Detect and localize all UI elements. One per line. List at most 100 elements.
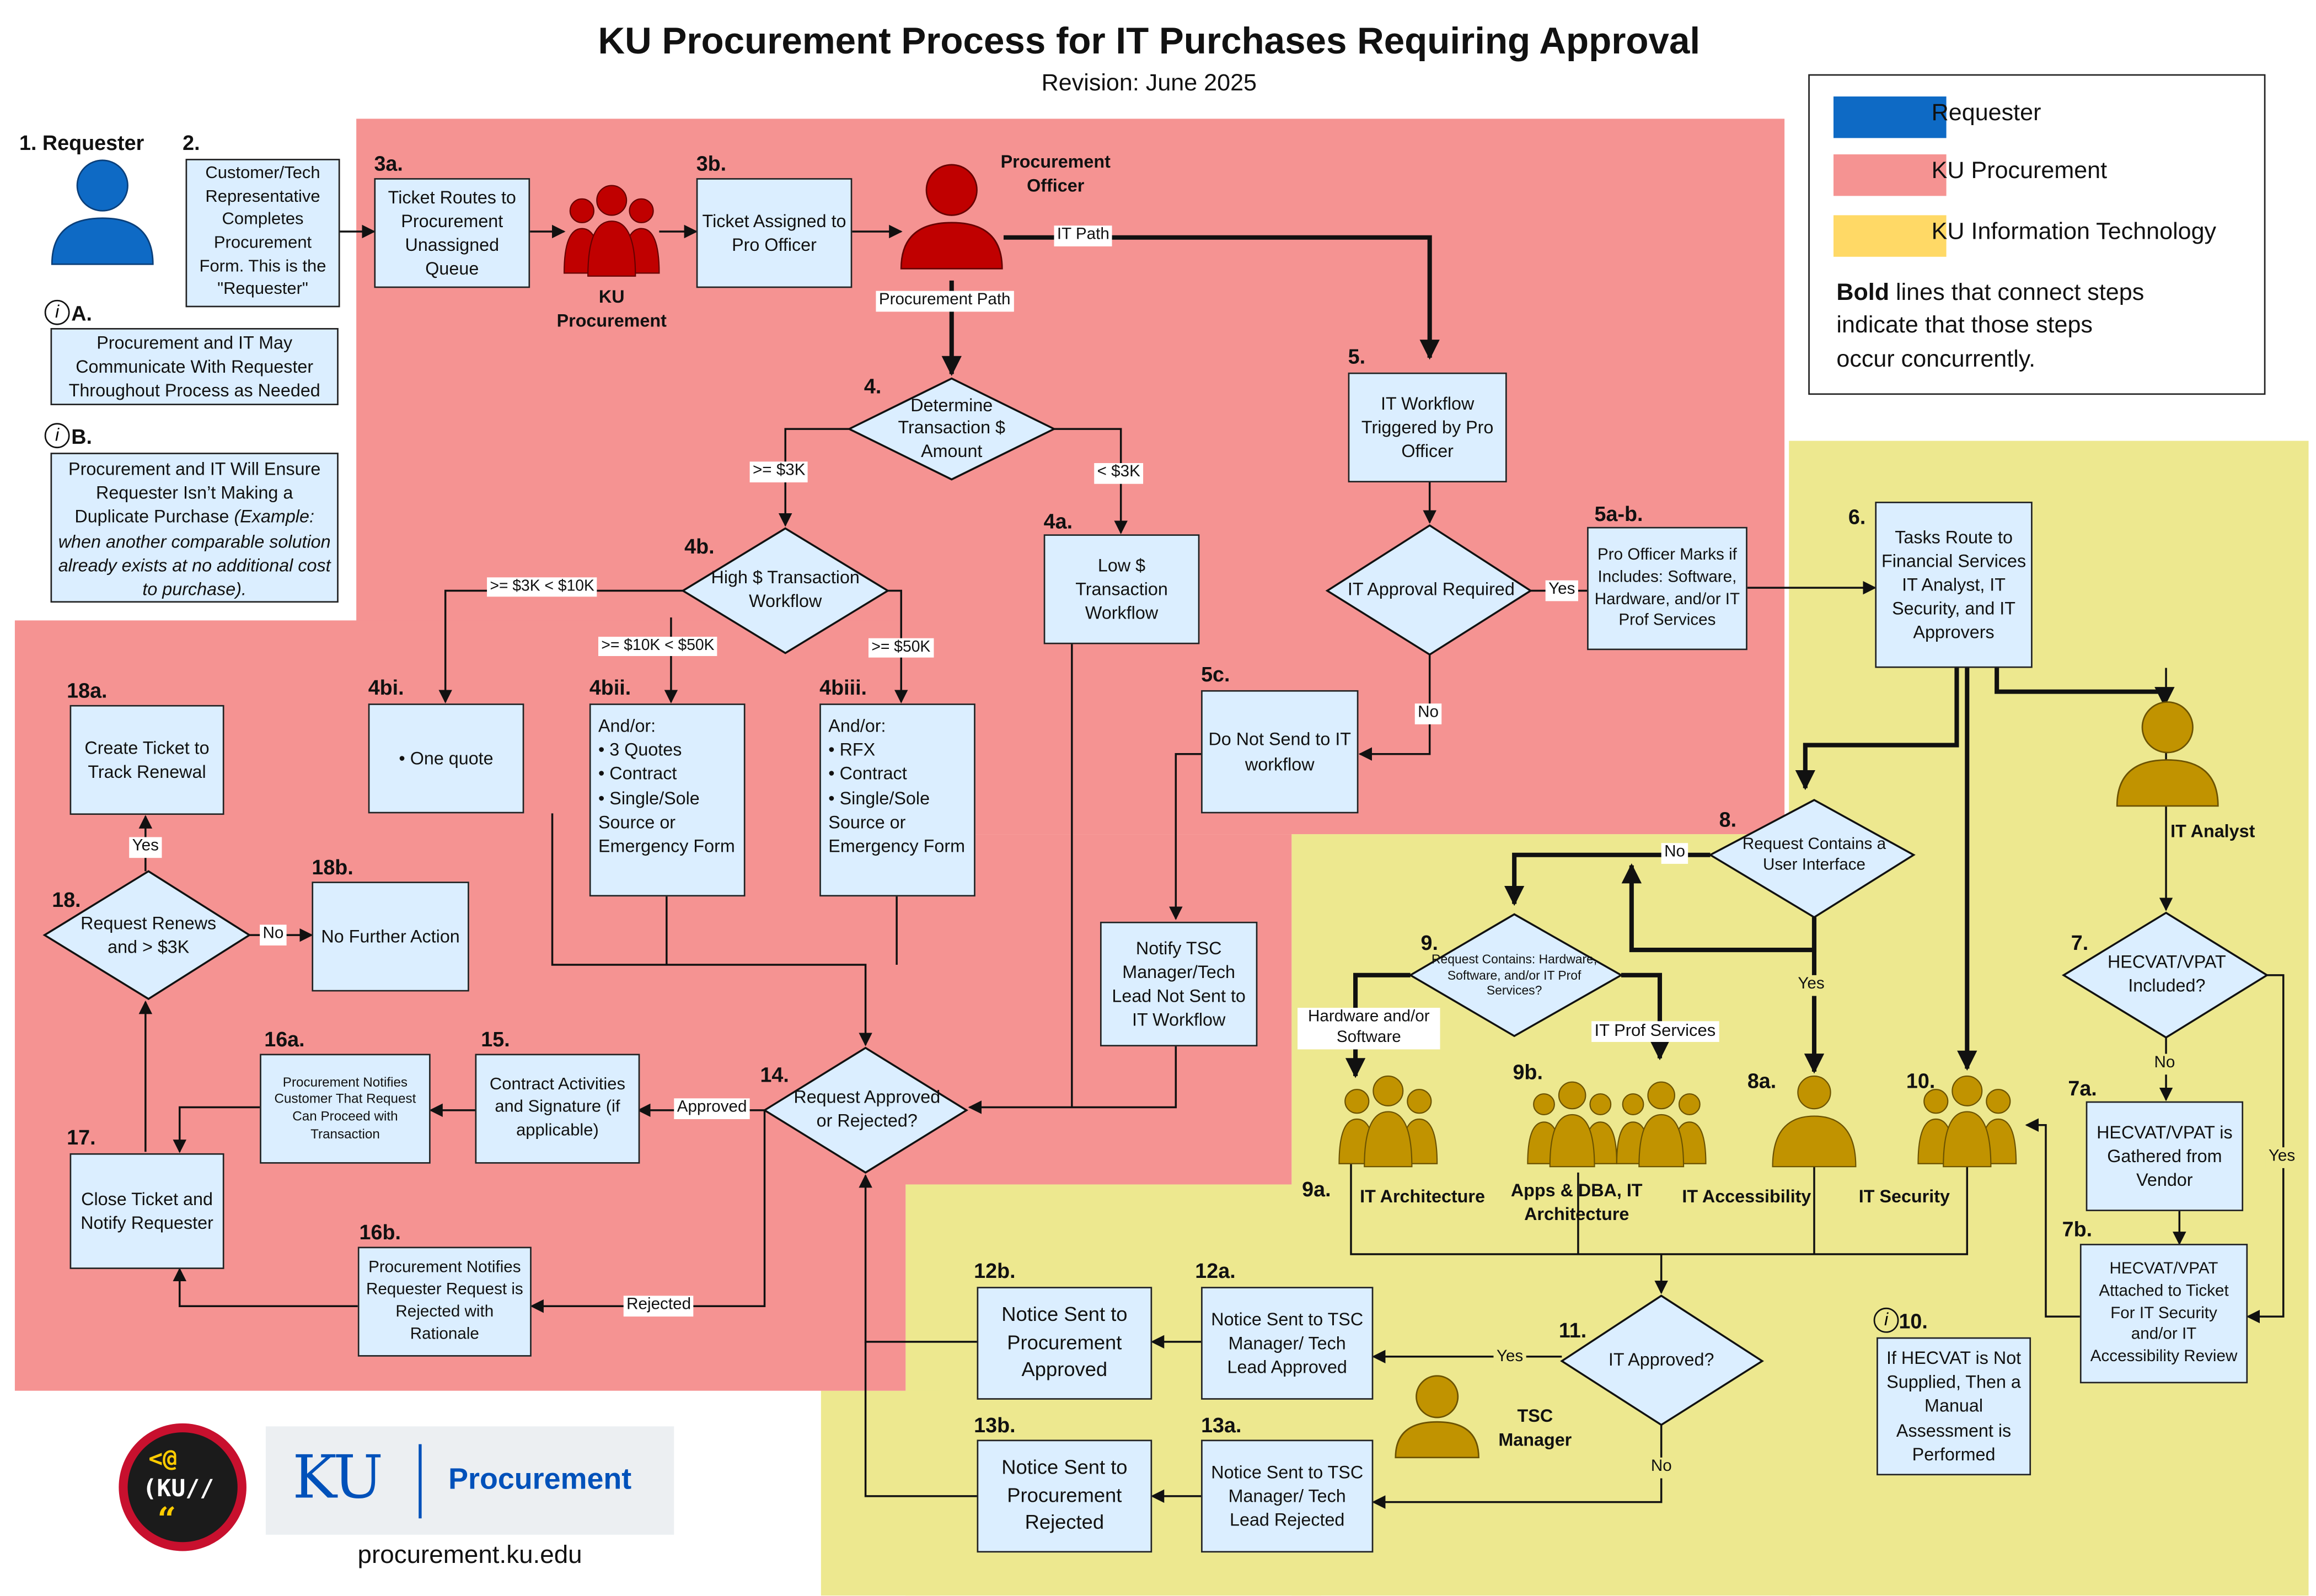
step-4bii-line: • Single/Sole Source or Emergency Form	[598, 787, 735, 857]
page-subtitle: Revision: June 2025	[1041, 71, 1257, 96]
step-15-box: Contract Activities and Signature (if ap…	[475, 1054, 640, 1164]
info-b-text: Procurement and IT Will Ensure Requester…	[68, 458, 321, 528]
step-18a-box: Create Ticket to Track Renewal	[69, 705, 224, 815]
edge-label-procurement-path: Procurement Path	[876, 291, 1014, 311]
edge-label-yes-11: Yes	[1493, 1347, 1526, 1368]
info-a-icon: i	[44, 299, 70, 325]
requester-person-icon	[51, 159, 154, 265]
edge-label-yes-7: Yes	[2265, 1147, 2298, 1168]
it-analyst-icon	[2116, 701, 2219, 807]
step-8a-label: IT Accessibility	[1682, 1186, 1811, 1207]
legend-note-text: indicate that those steps	[1836, 314, 2093, 339]
tsc-manager-label: TSC Manager	[1498, 1405, 1572, 1450]
it-region	[821, 1390, 940, 1596]
step-17-number: 17.	[67, 1125, 96, 1149]
legend-note-bold: Bold	[1836, 280, 1890, 306]
info-a-box: Procurement and IT May Communicate With …	[50, 327, 339, 405]
step-4b-text: High $ Transaction Workflow	[711, 567, 860, 612]
step-2-number: 2.	[183, 130, 200, 154]
step-3a-number: 3a.	[374, 151, 403, 175]
step-4bii-box: And/or: • 3 Quotes • Contract • Single/S…	[589, 703, 746, 897]
info-b-icon: i	[44, 423, 70, 449]
it-accessibility-icon	[1772, 1075, 1857, 1168]
edge-label-hw-sw: Hardware and/or Software	[1298, 1008, 1440, 1049]
step-1-label: 1. Requester	[19, 130, 144, 154]
step-4bii-line: And/or:	[598, 715, 656, 737]
step-5c-number: 5c.	[1201, 662, 1230, 686]
step-6-box: Tasks Route to Financial Services IT Ana…	[1875, 501, 2033, 668]
legend-swatch-procurement	[1833, 154, 1947, 196]
edge-label-ge3k: >= $3K	[749, 461, 808, 482]
decision-14-shape	[763, 1046, 969, 1174]
step-4b-number: 4b.	[684, 534, 715, 558]
step-6-number: 6.	[1848, 504, 1866, 529]
info-10-icon: i	[1873, 1307, 1899, 1333]
step-7-number: 7.	[2071, 931, 2089, 955]
step-4a-number: 4a.	[1043, 509, 1073, 533]
step-9-number: 9.	[1420, 931, 1438, 955]
decision-4b-shape	[681, 527, 890, 654]
step-16a-box: Procurement Notifies Customer That Reque…	[260, 1054, 431, 1164]
info-b-box: Procurement and IT Will Ensure Requester…	[50, 453, 339, 603]
step-8a-number: 8a.	[1747, 1068, 1777, 1093]
legend-note: Bold lines that connect steps indicate t…	[1836, 277, 2144, 377]
step-18b-box: No Further Action	[312, 882, 469, 992]
step-12a-number: 12a.	[1195, 1259, 1236, 1283]
edge-label-ge50k: >= $50K	[868, 638, 934, 658]
step-7b-box: HECVAT/VPAT Attached to Ticket For IT Se…	[2079, 1244, 2248, 1384]
edge-label-rejected: Rejected	[623, 1296, 694, 1316]
badge-text: “	[157, 1500, 176, 1539]
decision-18-shape	[42, 870, 251, 1000]
procurement-url: procurement.ku.edu	[357, 1540, 582, 1569]
legend-label-requester: Requester	[1931, 101, 2041, 126]
procurement-logo-text: Procurement	[448, 1463, 632, 1496]
it-security-group-icon	[1917, 1075, 2017, 1168]
ku-procurement-group-icon	[563, 185, 660, 277]
step-13a-box: Notice Sent to TSC Manager/ Tech Lead Re…	[1201, 1439, 1374, 1553]
ku-code-badge-logo: <@ (KU// “	[119, 1423, 246, 1551]
step-13b-box: Notice Sent to Procurement Rejected	[977, 1439, 1152, 1553]
legend-note-text: lines that connect steps	[1889, 280, 2145, 306]
step-5c-box: Do Not Send to IT workflow	[1201, 690, 1359, 814]
info-b-example: (Example: when another comparable soluti…	[58, 507, 331, 600]
edge-label-no-11: No	[1648, 1457, 1675, 1478]
legend-note-text: occur concurrently.	[1836, 347, 2036, 373]
step-16b-box: Procurement Notifies Requester Request i…	[357, 1246, 532, 1357]
step-13b-number: 13b.	[974, 1413, 1016, 1437]
step-9a-number: 9a.	[1302, 1176, 1331, 1201]
step-3b-number: 3b.	[696, 151, 727, 175]
apps-dba-group-icon	[1527, 1081, 1617, 1168]
edge-label-ge10k-lt50k: >= $10K < $50K	[598, 636, 717, 657]
step-9b-label: Apps & DBA, IT Architecture	[1510, 1180, 1643, 1225]
step-18b-number: 18b.	[312, 855, 353, 879]
step-4biii-line: • RFX	[828, 739, 876, 760]
step-5-box: IT Workflow Triggered by Pro Officer	[1348, 372, 1507, 482]
logo-divider	[419, 1444, 422, 1519]
info-10-box: If HECVAT is Not Supplied, Then a Manual…	[1877, 1337, 2031, 1476]
step-4a-box: Low $ Transaction Workflow	[1043, 534, 1200, 644]
ku-procurement-label: KU Procurement	[556, 286, 667, 331]
step-4bii-number: 4bii.	[589, 675, 631, 700]
step-4bi-box: • One quote	[368, 703, 524, 814]
step-18a-number: 18a.	[67, 678, 108, 702]
step-16b-number: 16b.	[359, 1220, 401, 1244]
step-3a-box: Ticket Routes to Procurement Unassigned …	[374, 178, 530, 288]
step-4bii-line: • 3 Quotes	[598, 739, 682, 760]
step-13a-number: 13a.	[1201, 1413, 1242, 1437]
step-4bii-line: • Contract	[598, 763, 677, 784]
step-12b-number: 12b.	[974, 1259, 1016, 1283]
procurement-officer-icon	[900, 164, 1003, 270]
step-8-number: 8.	[1719, 807, 1737, 831]
ku-procurement-logo: KU Procurement	[265, 1426, 674, 1535]
step-15-number: 15.	[481, 1027, 510, 1051]
page-title: KU Procurement Process for IT Purchases …	[598, 20, 1701, 63]
step-7-text: HECVAT/VPAT Included?	[2107, 952, 2226, 996]
edge-label-no-8: No	[1661, 843, 1688, 864]
badge-text: (KU//	[142, 1474, 215, 1502]
edge-label-yes-8: Yes	[1794, 975, 1828, 996]
edge-label-ge3k-lt10k: >= $3K < $10K	[487, 577, 598, 597]
step-17-box: Close Ticket and Notify Requester	[69, 1153, 224, 1269]
step-18-number: 18.	[52, 887, 81, 912]
